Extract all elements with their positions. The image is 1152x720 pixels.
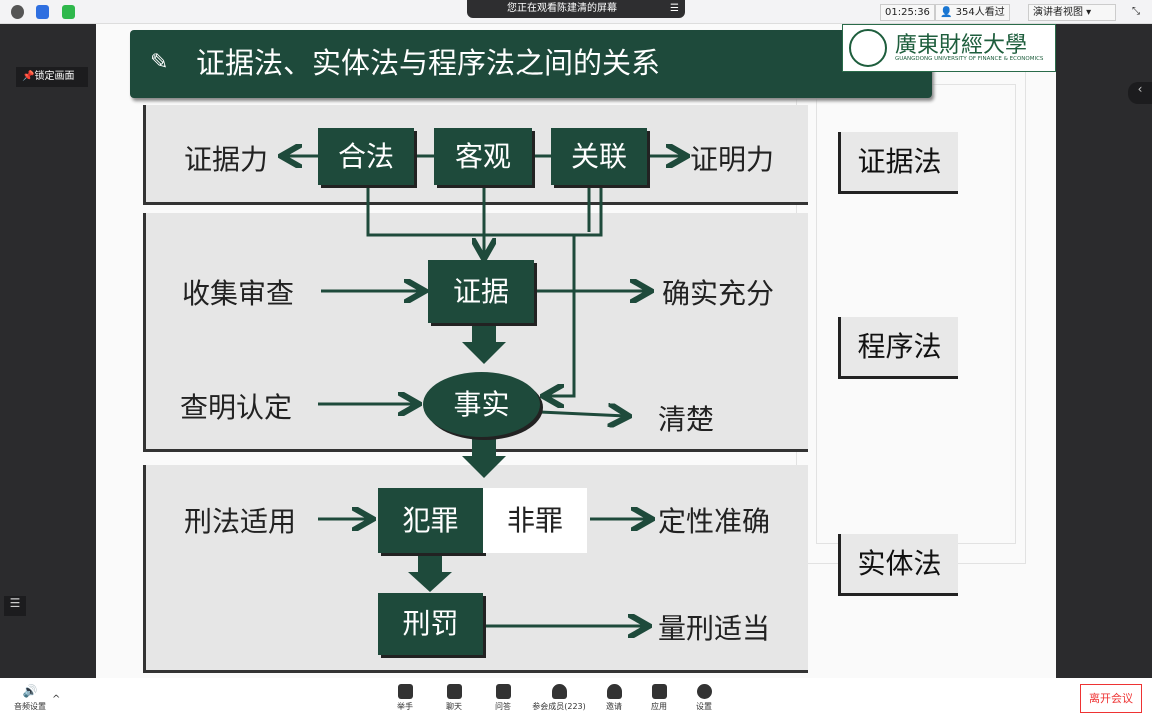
ellipse-fact: 事实 bbox=[423, 372, 540, 437]
invite-icon bbox=[606, 684, 622, 699]
invite-button[interactable]: 邀请 bbox=[589, 684, 639, 712]
question-icon bbox=[495, 684, 511, 699]
logo-name: 廣東財經大學 bbox=[895, 33, 1028, 58]
pin-icon: 📌 bbox=[22, 71, 35, 82]
settings-label: 设置 bbox=[696, 702, 712, 711]
collapse-chevron-icon[interactable]: ‹ bbox=[1128, 82, 1152, 104]
person-icon bbox=[551, 684, 567, 699]
leave-meeting-button[interactable]: 离开会议 bbox=[1080, 684, 1142, 713]
person-icon: 👤 bbox=[940, 7, 953, 18]
viewers-text: 354人看过 bbox=[955, 7, 1005, 18]
apps-label: 应用 bbox=[651, 702, 667, 711]
label-substantive-law: 实体法 bbox=[838, 534, 958, 596]
box-objectivity: 客观 bbox=[434, 128, 532, 185]
viewing-banner: 您正在观看陈建清的屏幕 ☰ bbox=[467, 0, 685, 18]
label-procedure-law: 程序法 bbox=[838, 317, 958, 379]
hand-icon bbox=[397, 684, 413, 699]
title-text: 证据法、实体法与程序法之间的关系 bbox=[196, 46, 661, 80]
view-mode-text: 演讲者视图 bbox=[1033, 7, 1083, 18]
viewers-count[interactable]: 👤 354人看过 bbox=[935, 4, 1010, 21]
university-logo: 廣東財經大學 GUANGDONG UNIVERSITY OF FINANCE &… bbox=[842, 24, 1056, 72]
bottom-toolbar: 🔊 音频设置 ^ 举手 聊天 问答 参会成员(223) 邀请 应用 设置 bbox=[0, 678, 1152, 720]
lock-screen-button[interactable]: 📌锁定画面 bbox=[16, 67, 88, 87]
apps-icon bbox=[651, 684, 667, 699]
clear-text: 清楚 bbox=[658, 403, 715, 436]
admissibility-text: 证据力 bbox=[184, 143, 269, 176]
qa-label: 问答 bbox=[495, 702, 511, 711]
probative-force-text: 证明力 bbox=[690, 143, 775, 176]
audio-label: 音频设置 bbox=[14, 702, 46, 711]
signal-icon[interactable] bbox=[62, 5, 75, 19]
raise-hand-button[interactable]: 举手 bbox=[380, 684, 430, 712]
apps-button[interactable]: 应用 bbox=[634, 684, 684, 712]
chat-icon bbox=[446, 684, 462, 699]
viewing-text: 您正在观看陈建清的屏幕 bbox=[507, 3, 617, 14]
info-icon[interactable] bbox=[11, 5, 24, 19]
chat-button[interactable]: 聊天 bbox=[429, 684, 479, 712]
raise-hand-label: 举手 bbox=[397, 702, 413, 711]
box-crime: 犯罪 bbox=[378, 488, 483, 553]
slide: ✎ 证据法、实体法与程序法之间的关系 廣東財經大學 GUANGDONG UNIVE… bbox=[96, 24, 1056, 678]
qa-button[interactable]: 问答 bbox=[478, 684, 528, 712]
gear-icon bbox=[696, 684, 712, 699]
audio-settings-button[interactable]: 🔊 音频设置 bbox=[4, 684, 56, 712]
box-legality: 合法 bbox=[318, 128, 414, 185]
sentencing-text: 量刑适当 bbox=[658, 612, 771, 645]
participants-button[interactable]: 参会成员(223) bbox=[528, 684, 590, 712]
chevron-up-icon[interactable]: ^ bbox=[52, 694, 61, 705]
participants-label: 参会成员(223) bbox=[532, 702, 586, 711]
logo-seal-icon bbox=[849, 29, 887, 67]
invite-label: 邀请 bbox=[606, 702, 622, 711]
collect-review-text: 收集审查 bbox=[182, 277, 295, 310]
timer: 01:25:36 bbox=[880, 4, 935, 21]
flow-arrows bbox=[96, 24, 1056, 678]
list-icon[interactable]: ☰ bbox=[4, 596, 26, 616]
notepad-icon: ✎ bbox=[150, 50, 169, 75]
top-bar: 您正在观看陈建清的屏幕 ☰ 01:25:36 👤 354人看过 演讲者视图 ▾ ⤡ bbox=[0, 0, 1152, 24]
exit-fullscreen-icon[interactable]: ⤡ bbox=[1132, 6, 1140, 17]
box-punishment: 刑罚 bbox=[378, 593, 483, 655]
ascertain-text: 查明认定 bbox=[180, 391, 293, 424]
chat-label: 聊天 bbox=[446, 702, 462, 711]
logo-english: GUANGDONG UNIVERSITY OF FINANCE & ECONOM… bbox=[895, 56, 1044, 62]
lock-label: 锁定画面 bbox=[34, 71, 75, 82]
speaker-icon: 🔊 bbox=[22, 684, 38, 698]
settings-button[interactable]: 设置 bbox=[679, 684, 729, 712]
view-mode-select[interactable]: 演讲者视图 ▾ bbox=[1028, 4, 1116, 21]
qualify-text: 定性准确 bbox=[658, 505, 771, 538]
law-application-text: 刑法适用 bbox=[184, 505, 297, 538]
box-evidence: 证据 bbox=[428, 260, 534, 323]
menu-icon[interactable]: ☰ bbox=[670, 3, 679, 14]
sufficient-text: 确实充分 bbox=[662, 277, 775, 310]
label-evidence-law: 证据法 bbox=[838, 132, 958, 194]
box-not-crime: 非罪 bbox=[483, 488, 587, 553]
shield-icon[interactable] bbox=[36, 5, 49, 19]
slide-title: ✎ 证据法、实体法与程序法之间的关系 bbox=[130, 30, 932, 98]
box-relevance: 关联 bbox=[551, 128, 647, 185]
